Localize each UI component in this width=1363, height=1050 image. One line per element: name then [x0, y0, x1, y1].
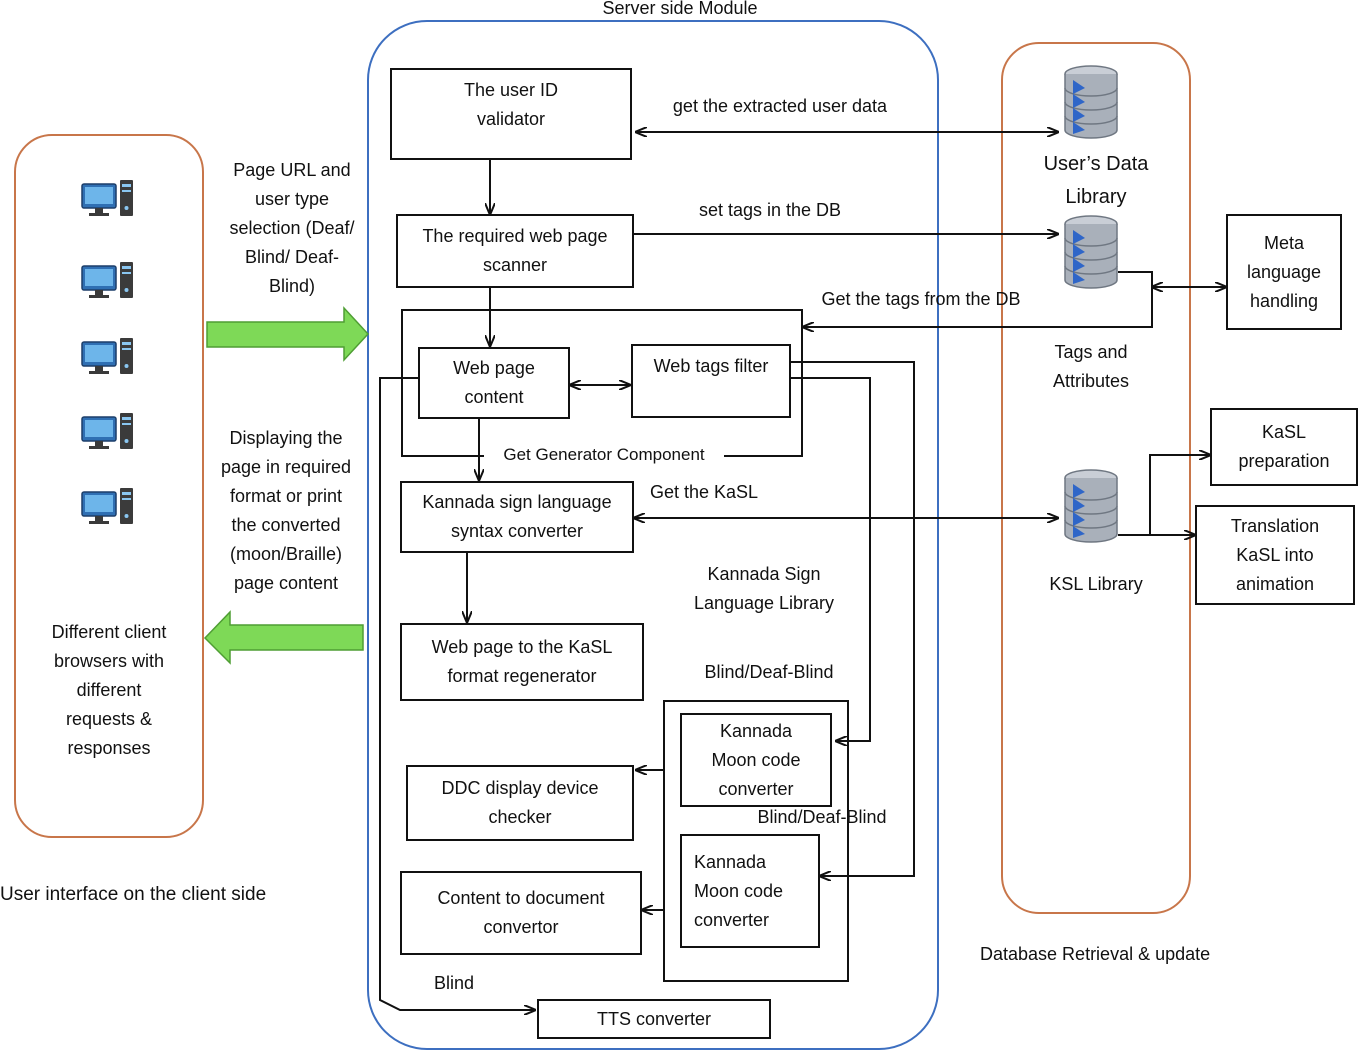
get-tags-label: Get the tags from the DB: [821, 289, 1021, 309]
client-side-caption: User interface on the client side: [0, 884, 267, 905]
desktop-computer-icon: [81, 412, 134, 450]
database-panel: [1001, 42, 1191, 914]
blind-label: Blind: [433, 973, 475, 993]
server-side-caption: Server side Module: [602, 0, 758, 18]
set-tags-label: set tags in the DB: [698, 200, 842, 220]
kasl-preparation-box: KaSL preparation: [1210, 408, 1358, 486]
desktop-computer-icon: [81, 337, 134, 375]
client-side-panel: [14, 134, 204, 838]
response-label: Displaying the page in required format o…: [220, 428, 352, 593]
request-label: Page URL and user type selection (Deaf/ …: [229, 160, 355, 296]
ksl-library-db-icon: [1064, 469, 1118, 543]
blind-deaf-blind-label-1: Blind/Deaf-Blind: [704, 662, 834, 682]
get-user-data-label: get the extracted user data: [672, 96, 888, 116]
users-data-library-icon: [1064, 65, 1118, 139]
moon-converter-box-1: Kannada Moon code converter: [680, 713, 832, 807]
user-id-validator-box: The user ID validator: [390, 68, 632, 160]
generator-component-label: Get Generator Component: [484, 440, 724, 469]
ddc-checker-box: DDC display device checker: [406, 765, 634, 841]
web-page-content-box: Web page content: [418, 347, 570, 419]
client-description: Different client browsers with different…: [51, 622, 167, 758]
server-side-panel: [367, 20, 939, 1050]
kasl-syntax-converter-box: Kannada sign language syntax converter: [400, 481, 634, 553]
users-data-library-label: User’s Data Library: [1043, 153, 1149, 208]
ksl-library-label: KSL Library: [1049, 574, 1143, 594]
desktop-computer-icon: [81, 261, 134, 299]
tts-converter-box: TTS converter: [537, 999, 771, 1039]
desktop-computer-icon: [81, 487, 134, 525]
tags-attributes-db-icon: [1064, 215, 1118, 289]
translation-animation-box: Translation KaSL into animation: [1195, 505, 1355, 605]
blind-deaf-blind-label-2: Blind/Deaf-Blind: [757, 807, 887, 827]
get-kasl-label: Get the KaSL: [649, 482, 759, 502]
desktop-computer-icon: [81, 179, 134, 217]
content-to-document-box: Content to document convertor: [400, 871, 642, 955]
tags-attributes-label: Tags and Attributes: [1052, 342, 1130, 391]
kasl-library-label: Kannada Sign Language Library: [693, 564, 835, 613]
web-page-scanner-box: The required web page scanner: [396, 214, 634, 288]
web-tags-filter-box: Web tags filter: [631, 344, 791, 418]
request-arrow: [206, 306, 370, 362]
response-arrow: [203, 610, 364, 665]
database-caption: Database Retrieval & update: [980, 944, 1211, 964]
moon-converter-box-2: Kannada Moon code converter: [680, 834, 820, 948]
meta-language-box: Meta language handling: [1226, 214, 1342, 330]
kasl-regenerator-box: Web page to the KaSL format regenerator: [400, 623, 644, 701]
